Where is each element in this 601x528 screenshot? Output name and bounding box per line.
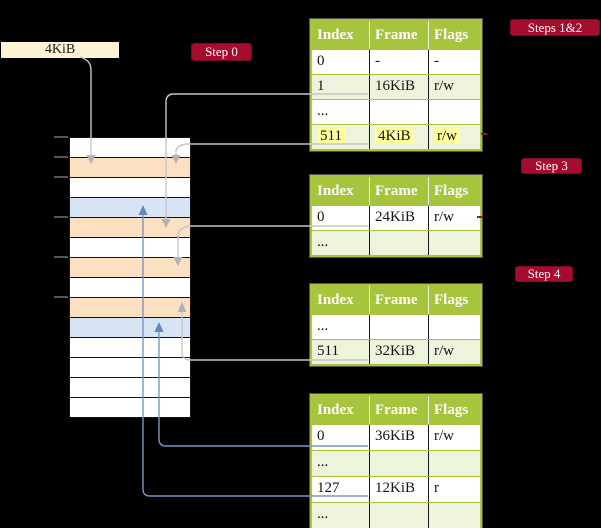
table-cell: 4KiB	[369, 125, 428, 149]
table-cell: r	[428, 477, 480, 502]
highlighted-value: 4KiB	[375, 128, 414, 144]
table-cell: 0	[317, 209, 325, 225]
table-row: ...	[312, 230, 480, 255]
clipped-arrow-stub	[477, 216, 483, 218]
memory-frame-row-empty	[70, 338, 190, 358]
table-cell: 32KiB	[369, 340, 428, 364]
table-cell: 36KiB	[369, 425, 428, 450]
frame-boundary-ticks	[54, 136, 68, 298]
table-cell: 511	[312, 125, 369, 149]
memory-frame-row-page_table	[70, 158, 190, 178]
column-header-frame: Frame	[369, 286, 428, 314]
memory-frame-row-empty	[70, 178, 190, 198]
table-cell: r/w	[428, 206, 480, 230]
column-header-flags: Flags	[428, 21, 480, 49]
table-cell: 0	[317, 428, 325, 444]
table-cell	[428, 100, 480, 124]
clipped-arrow-stub	[481, 133, 487, 135]
column-header-frame: Frame	[369, 21, 428, 49]
memory-frame-row-page_table	[70, 218, 190, 238]
table-cell	[428, 451, 480, 476]
table-cell: 12KiB	[369, 477, 428, 502]
column-header-flags: Flags	[428, 396, 480, 424]
badge-step-4: Step 4	[515, 266, 573, 282]
table-cell: r/w	[428, 125, 480, 149]
memory-frame-row-mapped	[70, 198, 190, 218]
table-cell: ...	[317, 318, 329, 334]
table-cell: 16KiB	[369, 75, 428, 99]
column-header-frame: Frame	[369, 396, 428, 424]
table-cell	[369, 231, 428, 255]
table-cell	[428, 503, 480, 528]
table-cell: r/w	[428, 425, 480, 450]
memory-frame-row-empty	[70, 278, 190, 298]
table-cell: 0	[317, 53, 325, 69]
column-header-flags: Flags	[428, 177, 480, 205]
memory-frame-row-empty	[70, 138, 190, 158]
column-header-flags: Flags	[428, 286, 480, 314]
table-cell	[369, 451, 428, 476]
column-header-index: Index	[317, 183, 354, 199]
column-header-index: Index	[317, 27, 354, 43]
memory-frame-row-empty	[70, 398, 190, 417]
column-header-frame: Frame	[369, 177, 428, 205]
frame-size-label: 4KiB	[1, 42, 119, 58]
table-cell	[428, 231, 480, 255]
table-cell	[369, 315, 428, 339]
table-cell	[369, 503, 428, 528]
table-row: ...	[312, 450, 480, 476]
highlighted-value: 511	[317, 128, 345, 144]
table-cell	[369, 100, 428, 124]
badge-step-0: Step 0	[191, 43, 252, 61]
memory-frame-row-mapped	[70, 318, 190, 338]
highlighted-value: r/w	[434, 128, 460, 144]
badge-steps-1-2: Steps 1&2	[510, 19, 600, 36]
table-cell: ...	[317, 234, 329, 250]
table-row: ...	[312, 502, 480, 528]
memory-frame-row-page_table	[70, 298, 190, 318]
table-cell: ...	[317, 506, 329, 522]
memory-frame-row-empty	[70, 378, 190, 398]
table-cell: -	[369, 50, 428, 74]
table-cell: r/w	[428, 75, 480, 99]
table-cell: 511	[317, 343, 339, 359]
table-cell: r/w	[428, 340, 480, 364]
table-cell: 24KiB	[369, 206, 428, 230]
table-cell: ...	[317, 454, 329, 470]
memory-frame-row-empty	[70, 238, 190, 258]
table-cell: 127	[317, 480, 340, 496]
column-header-index: Index	[317, 402, 354, 418]
table-cell: 1	[317, 78, 325, 94]
table-row: ...	[312, 99, 480, 124]
physical-memory-column	[69, 137, 191, 418]
table-row: ...	[312, 314, 480, 339]
table-row: 0 --	[312, 49, 480, 74]
table-cell: -	[428, 50, 480, 74]
table-cell	[428, 315, 480, 339]
table-cell: ...	[317, 103, 329, 119]
badge-step-3: Step 3	[521, 158, 582, 174]
memory-frame-row-empty	[70, 358, 190, 378]
table-row: 511 4KiB r/w	[312, 124, 480, 149]
column-header-index: Index	[317, 292, 354, 308]
memory-frame-row-page_table	[70, 258, 190, 278]
